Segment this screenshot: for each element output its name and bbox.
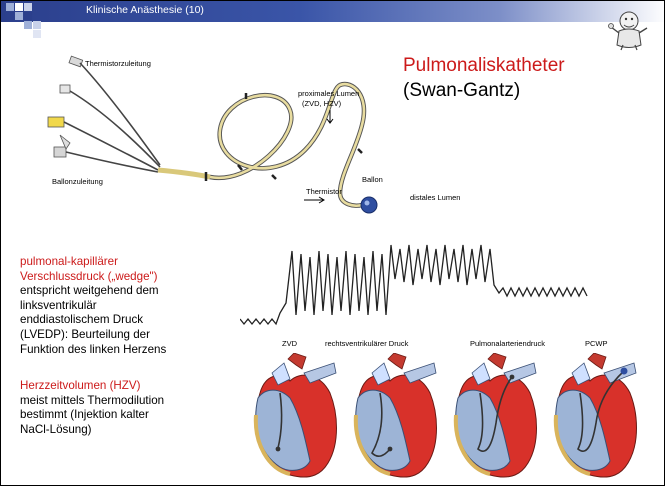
waveform-label-pcwp: PCWP — [585, 339, 608, 348]
label-thermistor: Thermistor — [306, 187, 342, 196]
label-balloon-lead: Ballonzuleitung — [52, 177, 103, 186]
label-thermistor-lead: Thermistorzuleitung — [85, 59, 151, 68]
label-proximal-lumen: proximales Lumen — [298, 89, 359, 98]
waveform-label-rv: rechtsventrikulärer Druck — [325, 339, 408, 348]
label-balloon: Ballon — [362, 175, 383, 184]
wedge-body-4: (LVEDP): Beurteilung der — [20, 328, 235, 343]
wedge-body-2: linksventrikulär — [20, 299, 235, 314]
label-distal-lumen: distales Lumen — [410, 193, 460, 202]
hzv-body-2: bestimmt (Injektion kalter — [20, 408, 235, 423]
wedge-body-1: entspricht weitgehend dem — [20, 284, 235, 299]
heart-illustration — [256, 353, 337, 477]
heart-illustrations — [250, 353, 640, 481]
hzv-body-1: meist mittels Thermodilution — [20, 394, 235, 409]
wedge-text-block: pulmonal-kapillärer Verschlussdruck („we… — [20, 255, 235, 357]
wedge-heading-1: pulmonal-kapillärer — [20, 255, 235, 270]
heart-illustration — [556, 353, 637, 477]
hzv-body-3: NaCl-Lösung) — [20, 423, 235, 438]
wedge-body-3: enddiastolischem Druck — [20, 313, 235, 328]
cartoon-mascot-icon — [607, 7, 651, 51]
wedge-body-5: Funktion des linken Herzens — [20, 343, 235, 358]
waveform-label-pa: Pulmonalarteriendruck — [470, 339, 545, 348]
hzv-heading: Herzzeitvolumen (HZV) — [20, 379, 235, 394]
arrow-right-icon — [304, 196, 326, 204]
heart-illustration — [456, 353, 537, 477]
pressure-waveform — [240, 233, 640, 333]
slide-title-line2: (Swan-Gantz) — [403, 80, 520, 102]
heart-illustration — [356, 353, 437, 477]
catheter-illustration — [40, 55, 400, 225]
arrow-down-icon — [326, 110, 334, 124]
wedge-heading-2: Verschlussdruck („wedge") — [20, 270, 235, 285]
label-proximal-lumen-sub: (ZVD, HZV) — [302, 99, 341, 108]
waveform-label-zvd: ZVD — [282, 339, 297, 348]
hzv-text-block: Herzzeitvolumen (HZV) meist mittels Ther… — [20, 379, 235, 437]
slide-title-line1: Pulmonaliskatheter — [403, 55, 565, 77]
